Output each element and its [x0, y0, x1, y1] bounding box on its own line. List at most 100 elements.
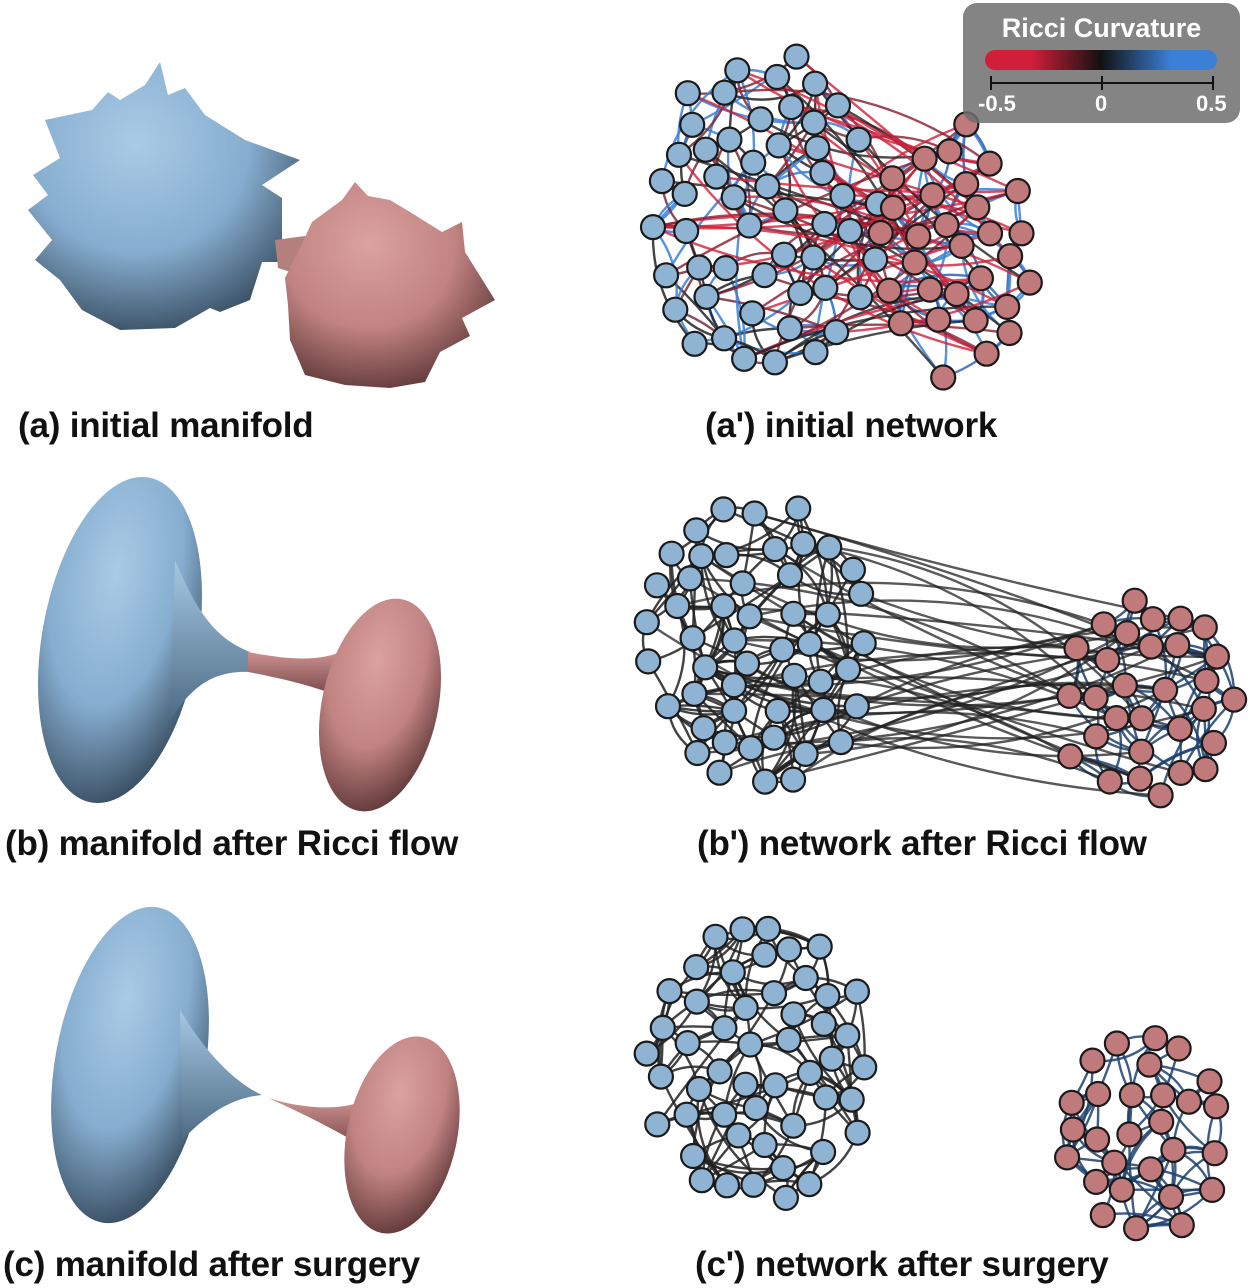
network-node [925, 306, 952, 333]
network-node [683, 953, 710, 981]
network-node [810, 696, 837, 724]
network-node [827, 728, 855, 756]
network-node [733, 650, 761, 677]
network-node [1128, 705, 1155, 732]
network-node [809, 159, 836, 187]
network-node [658, 540, 685, 567]
legend-tick-label-zero: 0 [1095, 91, 1108, 116]
network-node [1136, 1051, 1163, 1078]
network-node [712, 255, 739, 282]
network-node [706, 759, 733, 786]
network-node [665, 141, 693, 168]
network-node [713, 541, 740, 569]
network-node [901, 249, 928, 276]
network-node [764, 697, 791, 725]
network-node [751, 262, 778, 289]
legend-tick-label-min: -0.5 [978, 91, 1016, 116]
network-node [1148, 1108, 1175, 1135]
network-node [1192, 755, 1219, 783]
network-node [679, 111, 706, 138]
network-node [943, 281, 970, 308]
network-node [711, 729, 738, 756]
network-node [751, 941, 778, 968]
network-node [772, 197, 799, 224]
network-node [936, 138, 963, 165]
network-node [834, 656, 862, 683]
network-node [1201, 1140, 1228, 1167]
network-node [742, 1094, 770, 1122]
network-node [736, 212, 763, 239]
manifold-neck-blue [170, 560, 250, 720]
network-node [644, 1111, 671, 1138]
network-node [973, 340, 1000, 367]
initial-manifold [28, 62, 495, 388]
network-node [635, 648, 662, 675]
network-node [816, 534, 843, 561]
legend-tick [1101, 76, 1103, 90]
network-node [688, 1167, 715, 1194]
network-node [736, 603, 763, 630]
network-node [775, 936, 803, 963]
network-node [674, 1029, 701, 1057]
network-node [685, 1075, 713, 1103]
network-node [761, 349, 789, 376]
caption-a: (a) initial manifold [18, 406, 314, 445]
network-node [1004, 177, 1031, 205]
network-node [711, 1015, 738, 1042]
network-node [806, 933, 833, 960]
network-node [1079, 1047, 1106, 1074]
manifold-blue-cusp [180, 1010, 262, 1140]
network-edge [874, 255, 1011, 267]
network-node [1094, 646, 1121, 674]
network-node [1196, 1068, 1223, 1095]
network-node [681, 680, 708, 707]
network-node [836, 217, 864, 245]
network-edge [778, 144, 978, 209]
network-node [1084, 1080, 1112, 1108]
network-node [639, 214, 667, 241]
network-node [751, 1131, 778, 1159]
network-node [843, 978, 871, 1005]
network-node [1149, 1082, 1177, 1109]
network-node [1164, 631, 1191, 659]
network-node [1165, 1035, 1192, 1062]
network-node [679, 1142, 707, 1170]
network-node [647, 1063, 675, 1090]
network-node [683, 517, 710, 544]
network-node [802, 339, 829, 366]
network-node [948, 232, 975, 259]
network-node [1142, 1025, 1169, 1052]
network-node [838, 1086, 865, 1113]
network-node [1167, 605, 1194, 632]
network-node [1059, 1116, 1087, 1143]
network-node [964, 194, 991, 221]
network-node [829, 182, 856, 209]
network-node [1108, 1176, 1135, 1203]
network-node [679, 625, 706, 652]
network-node [1111, 672, 1138, 699]
network-edge [803, 542, 1097, 699]
network-node [783, 43, 810, 70]
network-node [1101, 1149, 1128, 1176]
network-node [787, 279, 814, 307]
network-node [790, 530, 817, 557]
network-node [711, 1101, 738, 1128]
network-node [994, 293, 1021, 320]
network-node [762, 1072, 789, 1099]
network-node [673, 1101, 700, 1128]
network-node [862, 246, 889, 273]
network-node [1157, 1183, 1185, 1211]
network-node [1139, 606, 1167, 633]
network-node [1103, 1030, 1131, 1057]
network-node [780, 1112, 807, 1139]
network-node [1122, 1215, 1150, 1242]
network-node [1126, 765, 1154, 792]
network-node [1193, 667, 1220, 695]
network-node [1168, 1211, 1195, 1239]
network-node [785, 495, 812, 522]
network-node [673, 217, 700, 245]
network-node [763, 63, 791, 91]
network-node [887, 310, 915, 337]
network-node [804, 135, 831, 162]
network-node [740, 1171, 767, 1198]
